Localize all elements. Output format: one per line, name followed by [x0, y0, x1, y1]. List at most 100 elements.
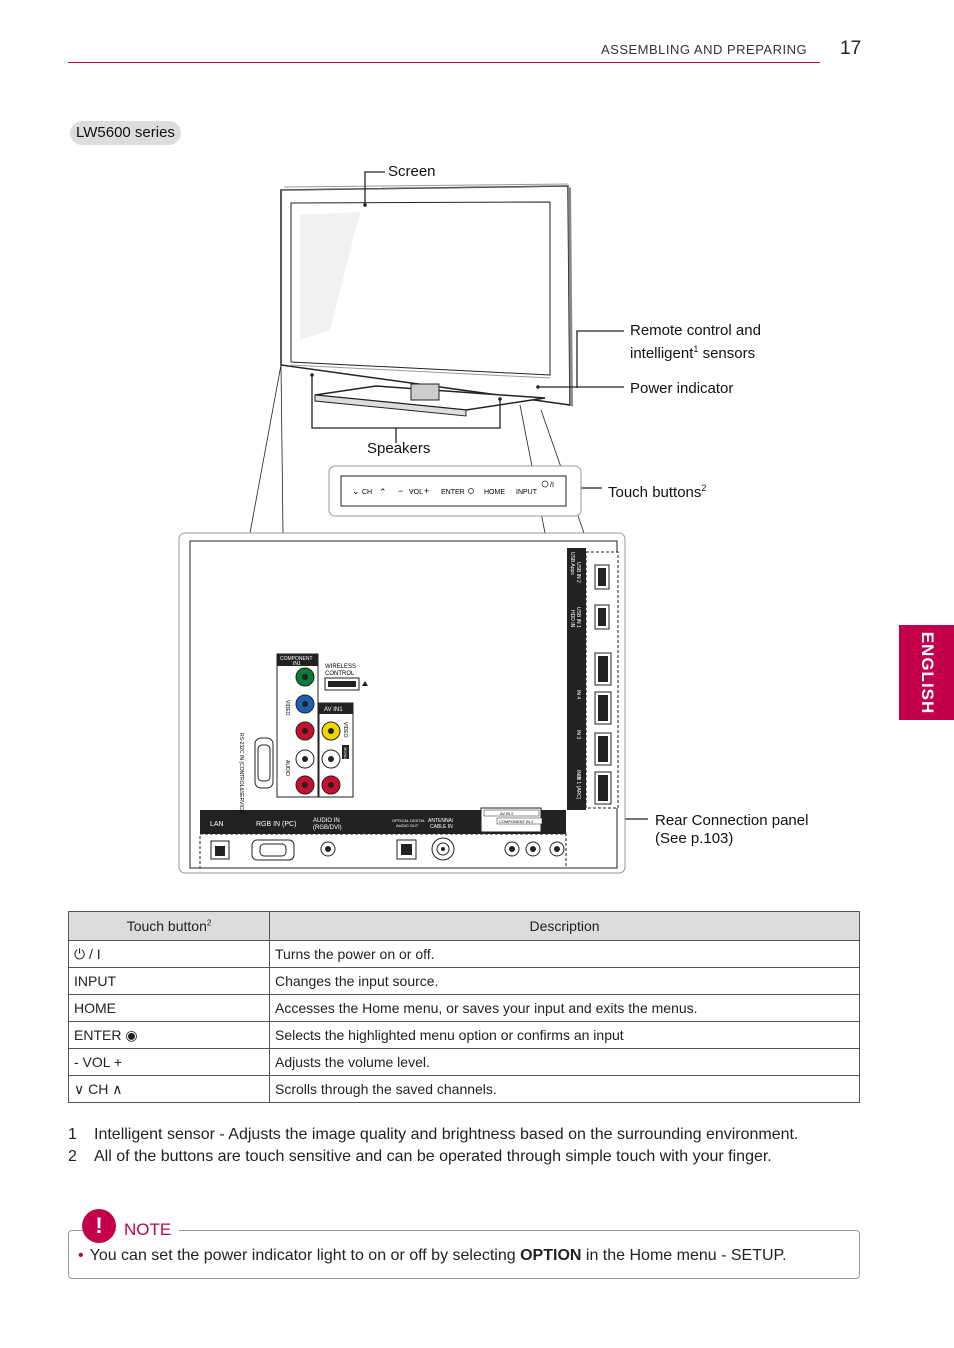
rear-av-in1-label: AV IN1	[324, 707, 343, 713]
rear-usb1-label: USB IN 1	[575, 607, 581, 628]
strip-enter-label: ENTER	[441, 489, 465, 496]
enter-icon: ◉	[125, 1026, 138, 1043]
rear-antenna-label-1: ANTENNA/	[428, 818, 454, 824]
rear-wireless-label-2: CONTROL	[325, 671, 355, 677]
rear-hdmi4-label: IN 4	[575, 690, 581, 699]
table-cell-button: ∨ CH ∧	[68, 1075, 270, 1103]
chevron-up-icon: ∧	[112, 1080, 123, 1097]
callout-remote-sensor-line2: intelligent	[630, 345, 694, 362]
table-header-description: Description	[269, 911, 860, 941]
footnote-number: 2	[68, 1148, 77, 1165]
rear-audio-label-2: (RGB/DVI)	[313, 825, 342, 831]
callout-touch-buttons-text: Touch buttons	[608, 484, 702, 501]
rear-usb-apps-label: USB Apps	[569, 552, 575, 575]
rear-lan-label: LAN	[210, 821, 224, 828]
rear-usb2-label: USB IN 2	[575, 562, 581, 583]
strip-power-label: /I	[550, 482, 554, 489]
table-header-button: Touch button2	[68, 911, 270, 941]
rear-rs232-label: RS-232C IN (CONTROL&SERVICE)	[238, 733, 244, 815]
section-title: ASSEMBLING AND PREPARING	[601, 42, 808, 57]
strip-input-label: INPUT	[516, 489, 538, 496]
strip-vol-plus: +	[424, 486, 429, 496]
table-header-sup: 2	[206, 918, 212, 928]
note-text: •You can set the power indicator light t…	[78, 1247, 787, 1264]
rear-hdmi1-label: IN 1 (ARC)	[575, 775, 581, 800]
rear-wireless-label-1: WIRELESS	[325, 664, 356, 670]
rear-component-in2-label: COMPONENT IN 2	[499, 819, 534, 824]
table-cell-desc: Changes the input source.	[269, 967, 860, 995]
tv-front	[280, 183, 573, 417]
table-cell-button: ENTER ◉	[68, 1021, 270, 1049]
callout-rear-panel-line1: Rear Connection panel	[655, 812, 809, 829]
page-number: 17	[840, 38, 862, 59]
footnote-text: Intelligent sensor - Adjusts the image q…	[94, 1126, 799, 1143]
rear-antenna-label-2: CABLE IN	[430, 824, 453, 830]
rear-component-in1-label-2: IN1	[293, 661, 301, 667]
strip-vol-minus: −	[398, 486, 403, 496]
rear-mono-label: MONO	[343, 747, 348, 759]
footnote-number: 1	[68, 1126, 77, 1143]
callout-power-indicator: Power indicator	[630, 380, 734, 397]
note-label: NOTE	[116, 1220, 180, 1240]
footnote: 1 Intelligent sensor - Adjusts the image…	[68, 1126, 868, 1148]
table-row: ⏻ / I Turns the power on or off.	[68, 940, 860, 968]
table-cell-button: ⏻ / I	[68, 940, 270, 968]
rear-hdd-label: HDD IN	[569, 610, 575, 628]
language-tab: ENGLISH	[899, 625, 954, 720]
table-row: INPUT Changes the input source.	[68, 967, 860, 995]
exclamation-icon: !	[82, 1209, 116, 1243]
rear-component-video-label: VIDEO	[284, 700, 290, 716]
tv-diagram: ⌄ CH ⌃ − VOL + ENTER HOME INPUT /I LAN R…	[178, 171, 648, 874]
table-cell-button: INPUT	[68, 967, 270, 995]
bullet-icon: •	[78, 1247, 84, 1264]
callout-remote-sensor-sup: 1	[693, 344, 699, 354]
rear-audio-label-1: AUDIO IN	[313, 818, 340, 824]
rear-component-audio-label: AUDIO	[284, 760, 290, 776]
callout-rear-panel: Rear Connection panel (See p.103)	[655, 812, 808, 848]
callout-touch-buttons: Touch buttons2	[608, 479, 706, 502]
strip-enter-icon	[468, 488, 474, 494]
strip-ch-label: CH	[362, 489, 372, 496]
table-row: - VOL + Adjusts the volume level.	[68, 1048, 860, 1076]
footnote: 2 All of the buttons are touch sensitive…	[68, 1148, 868, 1170]
touch-button-strip: ⌄ CH ⌃ − VOL + ENTER HOME INPUT /I	[328, 465, 582, 517]
table-cell-desc: Adjusts the volume level.	[269, 1048, 860, 1076]
rear-av-in2-label: AV IN 2	[500, 811, 514, 816]
power-icon: ⏻	[74, 945, 86, 962]
note-bold: OPTION	[520, 1247, 582, 1264]
callout-speakers: Speakers	[367, 440, 431, 457]
rear-av-video-label: VIDEO	[342, 722, 348, 738]
table-cell-desc: Turns the power on or off.	[269, 940, 860, 968]
strip-ch-down-icon: ⌄	[352, 486, 360, 496]
rear-connection-panel: LAN RGB IN (PC) AUDIO IN (RGB/DVI) OPTIC…	[178, 532, 626, 874]
table-cell-desc: Selects the highlighted menu option or c…	[269, 1021, 860, 1049]
table-cell-button: HOME	[68, 994, 270, 1022]
table-row: ∨ CH ∧ Scrolls through the saved channel…	[68, 1075, 860, 1103]
touch-button-table: Touch button2 Description ⏻ / I Turns th…	[68, 911, 860, 1103]
rear-hdmi3-label: IN 3	[575, 730, 581, 739]
table-header-row: Touch button2 Description	[68, 911, 860, 941]
table-cell-button: - VOL +	[68, 1048, 270, 1076]
table-row: HOME Accesses the Home menu, or saves yo…	[68, 994, 860, 1022]
callout-rear-panel-line2: (See p.103)	[655, 830, 734, 847]
strip-home-label: HOME	[484, 489, 505, 496]
rear-optical-label-2: AUDIO OUT	[396, 823, 419, 828]
note-box	[68, 1230, 860, 1279]
series-label: LW5600 series	[70, 121, 181, 145]
callout-touch-buttons-sup: 2	[701, 483, 707, 493]
callout-remote-sensor: Remote control and intelligent1 sensors	[630, 322, 761, 363]
chevron-down-icon: ∨	[74, 1080, 85, 1097]
strip-vol-label: VOL	[409, 489, 423, 496]
table-row: ENTER ◉ Selects the highlighted menu opt…	[68, 1021, 860, 1049]
table-cell-desc: Accesses the Home menu, or saves your in…	[269, 994, 860, 1022]
strip-power-icon	[541, 480, 549, 488]
callout-remote-sensor-line2b: sensors	[698, 345, 756, 362]
table-cell-desc: Scrolls through the saved channels.	[269, 1075, 860, 1103]
footnote-text: All of the buttons are touch sensitive a…	[94, 1148, 772, 1165]
strip-ch-up-icon: ⌃	[379, 487, 387, 497]
callout-screen: Screen	[388, 163, 436, 180]
rear-rgb-label: RGB IN (PC)	[256, 821, 296, 828]
rear-hdmi2-label: IN 2	[575, 770, 581, 779]
rear-component-in1-label-1: COMPONENT	[280, 656, 313, 662]
header-rule	[68, 62, 820, 63]
